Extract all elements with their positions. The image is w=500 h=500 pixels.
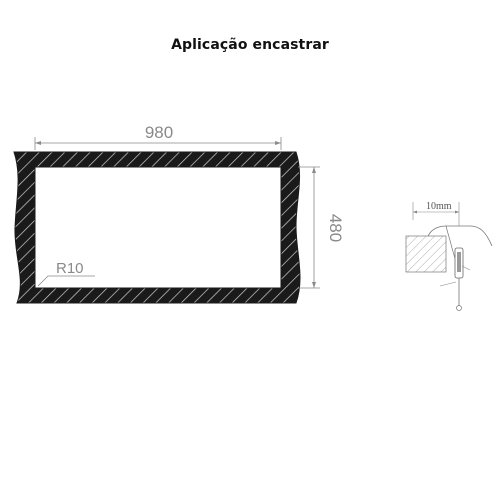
width-label: 980: [145, 123, 173, 142]
gap-label: 10mm: [426, 201, 452, 212]
mounting-detail: [405, 202, 493, 311]
height-dimension: [298, 166, 320, 289]
width-dimension: [34, 137, 282, 150]
radius-label: R10: [56, 260, 84, 277]
radius-leader: [37, 275, 95, 287]
page-title: Aplicação encastrar: [171, 37, 329, 53]
countertop-frame: [13, 151, 301, 304]
height-label: 480: [326, 214, 345, 242]
